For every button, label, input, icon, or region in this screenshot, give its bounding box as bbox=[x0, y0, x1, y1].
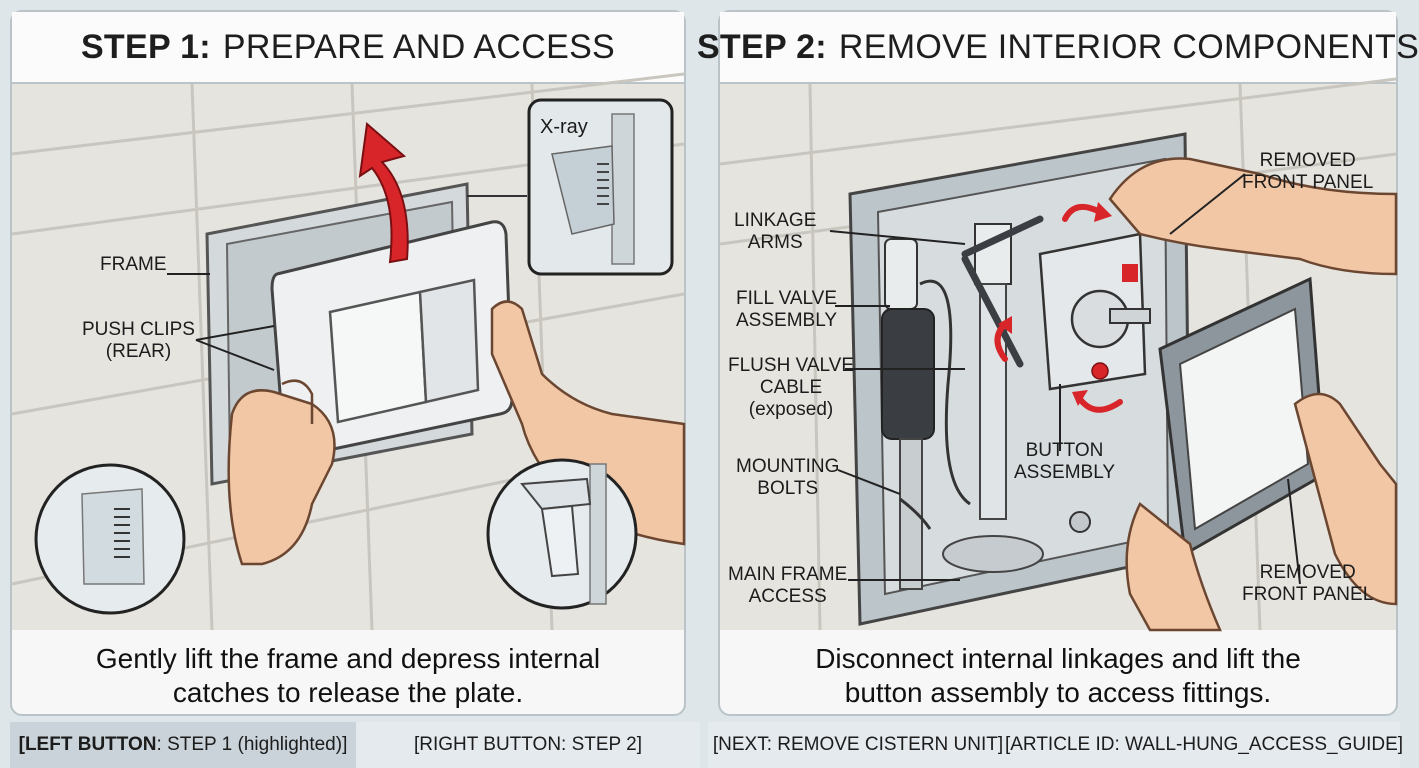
step1-illustration bbox=[11, 72, 686, 631]
left-button-step1[interactable]: [LEFT BUTTON: STEP 1 (highlighted)] bbox=[10, 722, 356, 768]
left-button-label-rest: : STEP 1 (highlighted)] bbox=[156, 734, 348, 755]
mounting-bolts-label: MOUNTING BOLTS bbox=[736, 456, 839, 500]
button-assembly-label-line2: ASSEMBLY bbox=[1014, 462, 1116, 483]
flush-valve-cable-label-line1: FLUSH VALVE bbox=[728, 355, 855, 376]
push-clips-label: PUSH CLIPS (REAR) bbox=[82, 319, 195, 363]
button-assembly bbox=[1038, 232, 1151, 391]
push-clips-label-line1: PUSH CLIPS bbox=[82, 319, 195, 340]
step1-caption-line1: Gently lift the frame and depress intern… bbox=[95, 643, 601, 674]
linkage-arms-label-line2: ARMS bbox=[747, 232, 803, 253]
step1-caption-line2: catches to release the plate. bbox=[172, 677, 524, 708]
right-button-step2[interactable]: [RIGHT BUTTON: STEP 2] bbox=[356, 722, 700, 768]
step2-panel: STEP 2: REMOVE INTERIOR COMPONENTS bbox=[697, 10, 1419, 718]
flush-plate bbox=[270, 220, 514, 458]
frame-label: FRAME bbox=[100, 254, 167, 275]
step2-caption-line2: button assembly to access fittings. bbox=[844, 677, 1272, 708]
removed-front-panel-top-line1: REMOVED bbox=[1259, 150, 1356, 171]
footer-bar: [LEFT BUTTON: STEP 1 (highlighted)] [RIG… bbox=[0, 722, 1408, 768]
linkage-arms-label-line1: LINKAGE bbox=[734, 210, 817, 231]
step2-caption: Disconnect internal linkages and lift th… bbox=[720, 634, 1396, 718]
main-frame-access-label-line1: MAIN FRAME bbox=[728, 564, 848, 585]
fill-valve-label-line2: ASSEMBLY bbox=[736, 310, 838, 331]
removed-front-panel-bottom-label: REMOVED FRONT PANEL bbox=[1242, 562, 1373, 606]
step2-title: STEP 2: REMOVE INTERIOR COMPONENTS bbox=[697, 12, 1419, 84]
step2-title-text: REMOVE INTERIOR COMPONENTS bbox=[838, 27, 1419, 66]
fill-valve bbox=[881, 238, 935, 590]
left-button-label-bold: [LEFT BUTTON bbox=[18, 734, 157, 755]
flush-valve-cable-label: FLUSH VALVE CABLE (exposed) bbox=[728, 355, 854, 421]
linkage-arms-label: LINKAGE ARMS bbox=[734, 210, 816, 254]
step1-drawing bbox=[11, 72, 686, 631]
main-frame-access-label-line2: ACCESS bbox=[748, 586, 827, 607]
fill-valve-label-line1: FILL VALVE bbox=[736, 288, 838, 309]
step1-title-bold: STEP 1: bbox=[80, 27, 211, 66]
main-frame-access-label: MAIN FRAME ACCESS bbox=[728, 564, 847, 608]
xray-label: X-ray bbox=[540, 116, 588, 138]
step1-title: STEP 1: PREPARE AND ACCESS bbox=[12, 12, 684, 84]
clip-detail-left bbox=[34, 463, 186, 615]
removed-front-panel-top-line2: FRONT PANEL bbox=[1242, 172, 1374, 193]
step1-title-text: PREPARE AND ACCESS bbox=[222, 27, 616, 66]
push-clips-label-line2: (REAR) bbox=[105, 341, 172, 362]
xray-inset bbox=[527, 98, 674, 276]
fill-valve-label: FILL VALVE ASSEMBLY bbox=[736, 288, 837, 332]
button-assembly-label-line1: BUTTON bbox=[1025, 440, 1104, 461]
mounting-bolts-label-line2: BOLTS bbox=[757, 478, 819, 499]
step2-caption-line1: Disconnect internal linkages and lift th… bbox=[815, 643, 1301, 674]
removed-front-panel-bottom-line2: FRONT PANEL bbox=[1242, 584, 1374, 605]
flush-valve-cable-label-line2: CABLE bbox=[759, 377, 823, 398]
step2-illustration bbox=[719, 77, 1398, 632]
step1-caption: Gently lift the frame and depress intern… bbox=[12, 634, 684, 718]
removed-front-panel-bottom-line1: REMOVED bbox=[1259, 562, 1356, 583]
step2-title-bold: STEP 2: bbox=[696, 27, 827, 66]
button-assembly-label: BUTTON ASSEMBLY bbox=[1014, 440, 1115, 484]
clip-detail-right bbox=[486, 458, 638, 610]
flush-valve-cable-label-line3: (exposed) bbox=[748, 399, 834, 420]
next-remove-cistern-button[interactable]: [NEXT: REMOVE CISTERN UNIT] bbox=[708, 722, 1008, 768]
mounting-bolts-label-line1: MOUNTING bbox=[736, 456, 840, 477]
step1-panel: STEP 1: PREPARE AND ACCESS bbox=[10, 10, 686, 716]
removed-front-panel bbox=[1158, 276, 1327, 557]
article-id-label: [ARTICLE ID: WALL-HUNG_ACCESS_GUIDE] bbox=[1005, 722, 1403, 768]
step2-drawing bbox=[719, 77, 1398, 632]
removed-front-panel-top-label: REMOVED FRONT PANEL bbox=[1242, 150, 1373, 194]
